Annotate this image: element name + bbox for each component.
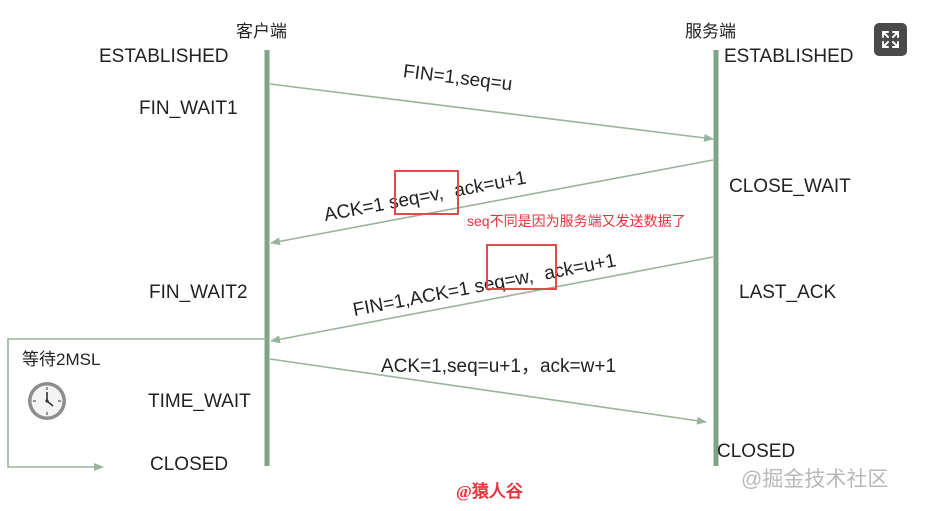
message-final-ack: ACK=1,seq=u+1，ack=w+1 [381,356,617,377]
client-state-fin-wait2: FIN_WAIT2 [149,282,248,303]
server-state-closed: CLOSED [717,441,796,462]
seq-annotation: seq不同是因为服务端又发送数据了 [467,213,686,229]
expand-icon [882,31,899,48]
watermark: @掘金技术社区 [741,468,889,491]
client-state-established: ESTABLISHED [99,46,229,67]
brand-label: @猿人谷 [456,482,523,501]
seq-w-highlight-box [486,244,557,290]
client-state-fin-wait1: FIN_WAIT1 [139,98,238,119]
fin-ack-arrow [270,256,714,344]
wait-2msl-path [7,338,266,471]
expand-button[interactable] [874,23,907,56]
clock-icon [26,380,68,422]
server-state-last-ack: LAST_ACK [739,282,837,303]
ack-arrow [270,159,714,246]
fin-arrow [269,83,714,142]
client-state-closed: CLOSED [150,454,229,475]
final-ack-arrow [269,358,707,425]
wait-2msl-label: 等待2MSL [22,350,101,369]
seq-v-highlight-box [394,170,459,215]
server-state-established: ESTABLISHED [724,46,854,67]
server-title: 服务端 [685,22,736,41]
client-title: 客户端 [236,22,287,41]
client-state-time-wait: TIME_WAIT [148,391,251,412]
server-state-close-wait: CLOSE_WAIT [729,176,851,197]
